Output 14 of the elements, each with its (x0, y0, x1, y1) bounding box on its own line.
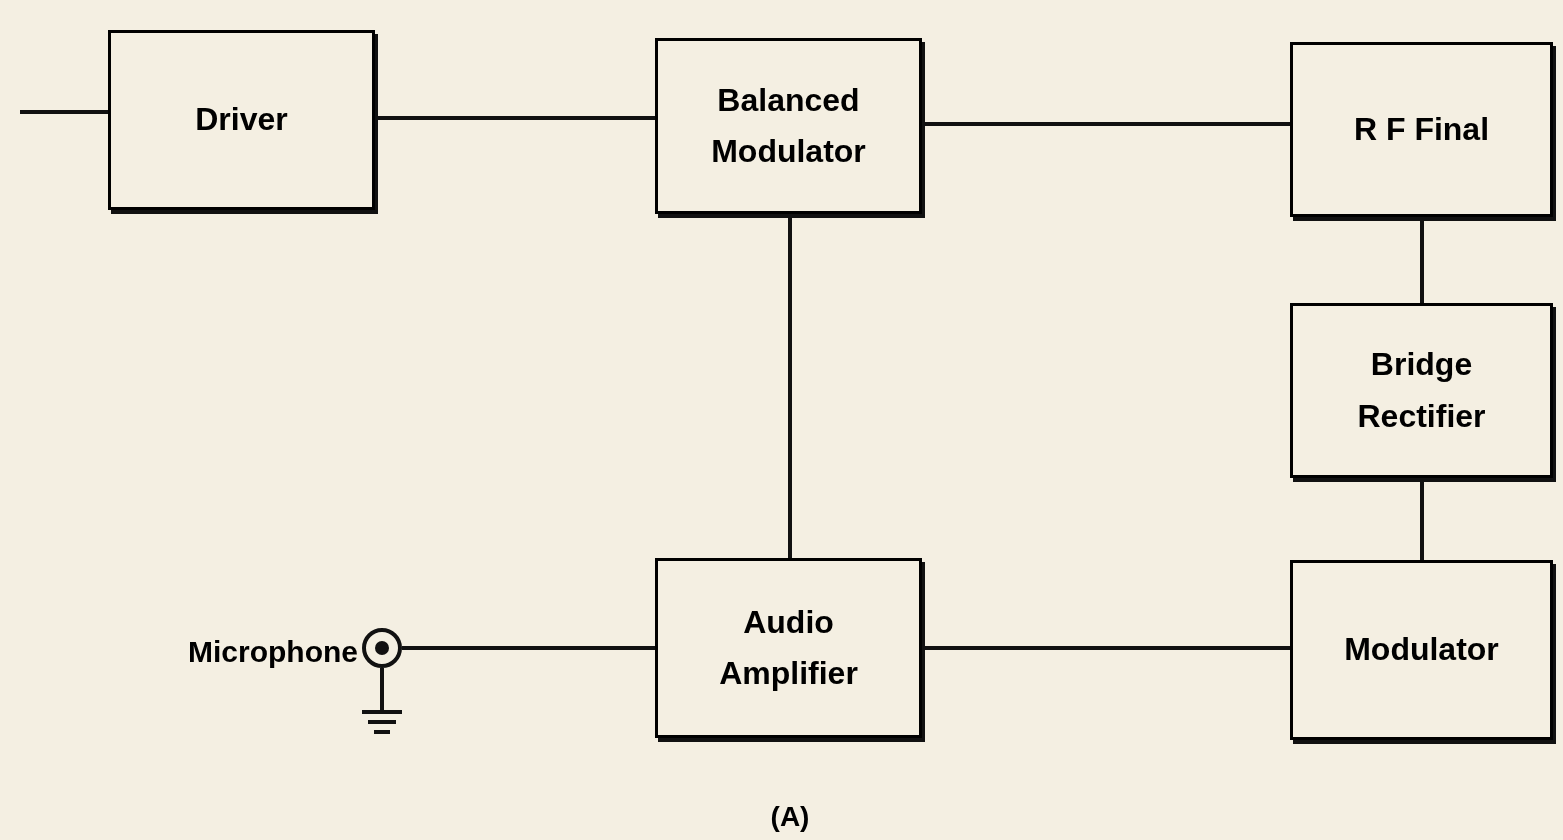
block-label: Modulator (1344, 630, 1499, 670)
block-label: Driver (195, 100, 288, 140)
microphone-jack (362, 628, 402, 668)
component-label: Microphone (188, 634, 358, 670)
connector-line (20, 110, 108, 114)
connector-line (402, 646, 655, 650)
figure-label: (A) (769, 800, 811, 834)
connector-line (922, 122, 1290, 126)
connector-line (922, 646, 1290, 650)
block-label: Audio Amplifier (718, 602, 859, 693)
connector-line (375, 116, 655, 120)
block-label: R F Final (1353, 109, 1490, 149)
block-label: Balanced Modulator (710, 80, 867, 171)
block-label: Bridge Rectifier (1356, 345, 1487, 436)
